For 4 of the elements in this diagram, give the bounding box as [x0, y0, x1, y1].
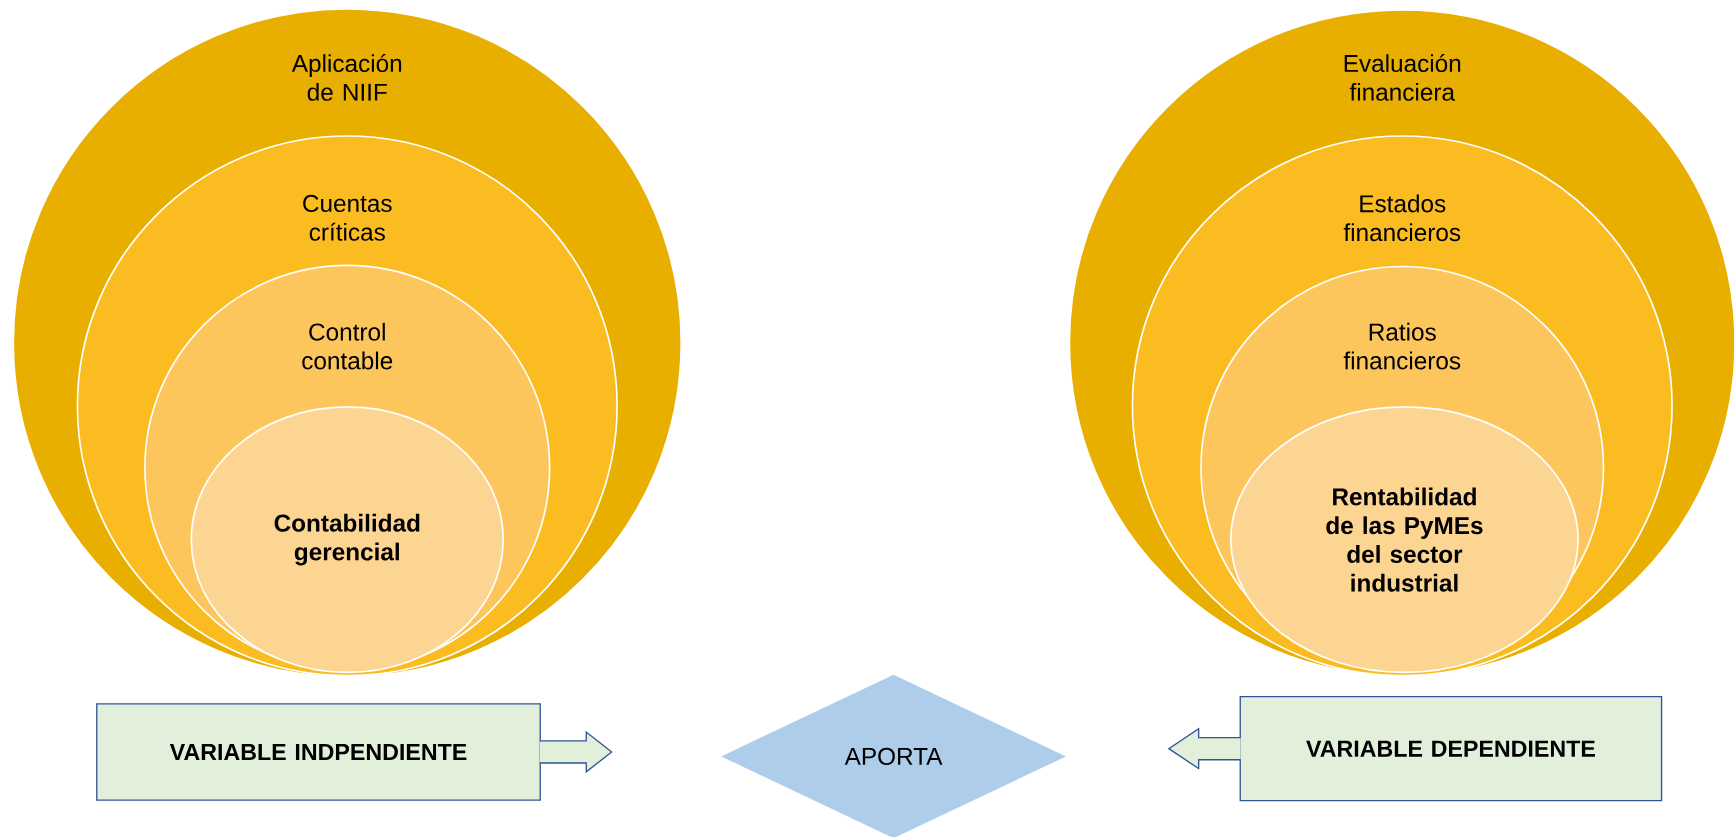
- arrow: [1167, 727, 1242, 770]
- arrow: [539, 730, 613, 774]
- variable-box: VARIABLE DEPENDIENTE: [1239, 695, 1663, 802]
- variable-box: VARIABLE INDPENDIENTE: [96, 703, 541, 801]
